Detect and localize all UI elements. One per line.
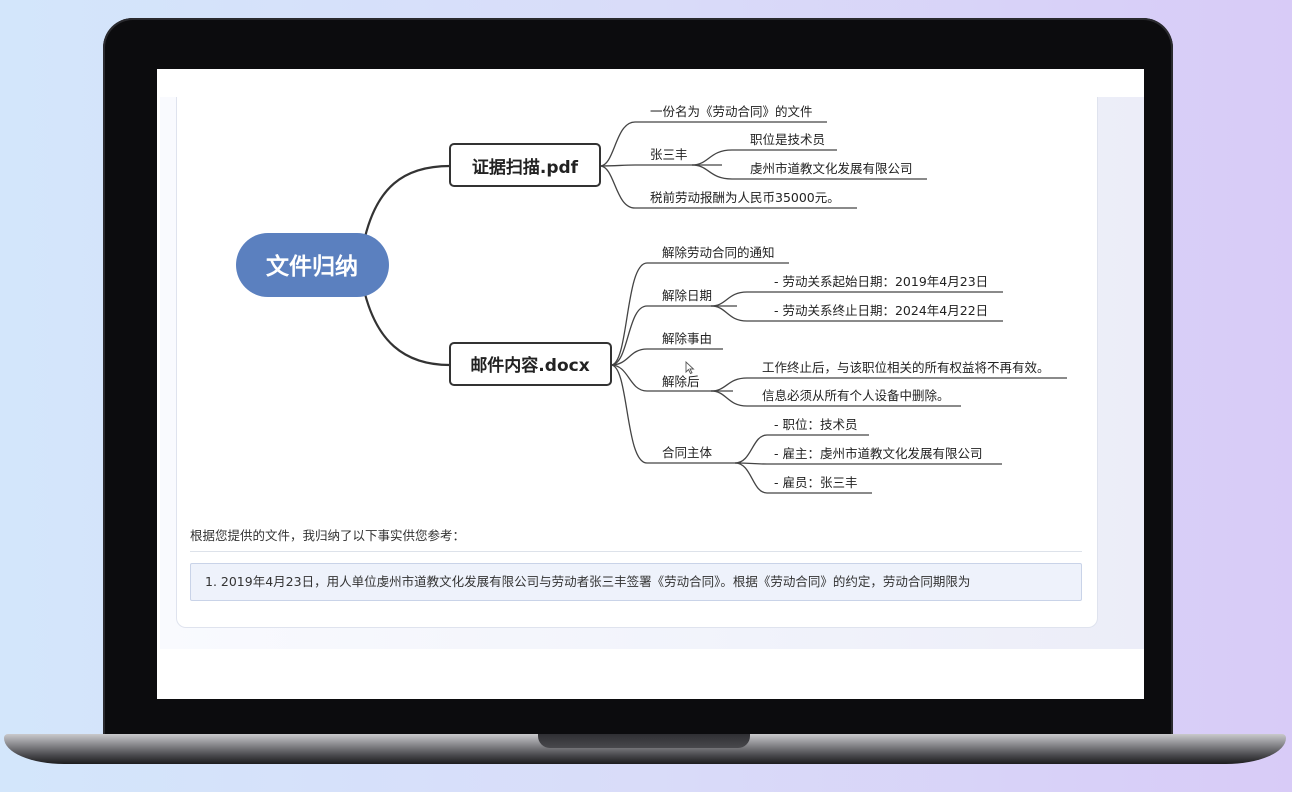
leaf-text: - 雇主：虔州市道教文化发展有限公司 [774,446,983,461]
leaf-text: 工作终止后，与该职位相关的所有权益将不再有效。 [762,360,1050,375]
leaf-text: - 雇员：张三丰 [774,475,857,490]
leaf-text: 解除日期 [662,288,712,303]
summary-intro: 根据您提供的文件，我归纳了以下事实供您参考： [190,528,466,543]
leaf-text: 信息必须从所有个人设备中删除。 [762,388,950,403]
leaf-text: - 劳动关系终止日期：2024年4月22日 [774,303,988,318]
leaf-text: 解除后 [662,374,700,389]
divider [190,551,1082,552]
leaf-text: 解除劳动合同的通知 [662,245,775,260]
edge-root-branch2 [363,293,451,367]
mind-map: 文件归纳 证据扫描.pdf 邮件内容.docx 一份名为《劳动合同》的文件 张三… [236,104,1067,494]
laptop-notch [538,734,750,748]
branch-node-docx-label: 邮件内容.docx [470,355,589,376]
leaf-text: 职位是技术员 [750,132,825,147]
leaf-text: - 劳动关系起始日期：2019年4月23日 [774,274,988,289]
branch-node-pdf[interactable] [449,143,601,187]
mouse-cursor-icon [685,361,695,375]
edge-root-branch1 [363,164,451,238]
laptop-screen: 文件归纳 证据扫描.pdf 邮件内容.docx 一份名为《劳动合同》的文件 张三… [157,69,1144,699]
root-node-label: 文件归纳 [266,253,358,280]
fact-item: 1. 2019年4月23日，用人单位虔州市道教文化发展有限公司与劳动者张三丰签署… [190,563,1082,601]
leaf-text: 一份名为《劳动合同》的文件 [650,104,813,119]
leaf-text: 税前劳动报酬为人民币35000元。 [650,190,840,205]
leaf-text: 张三丰 [650,147,688,162]
leaf-text: 解除事由 [662,331,712,346]
leaf-text: 合同主体 [662,445,713,460]
leaf-text: - 职位：技术员 [774,417,857,432]
response-card [176,97,1098,628]
root-node[interactable] [236,233,389,297]
branch-node-pdf-label: 证据扫描.pdf [472,157,579,178]
leaf-text: 虔州市道教文化发展有限公司 [750,161,913,176]
branch-node-docx[interactable] [449,342,612,386]
fact-item-text: 1. 2019年4月23日，用人单位虔州市道教文化发展有限公司与劳动者张三丰签署… [205,574,971,589]
